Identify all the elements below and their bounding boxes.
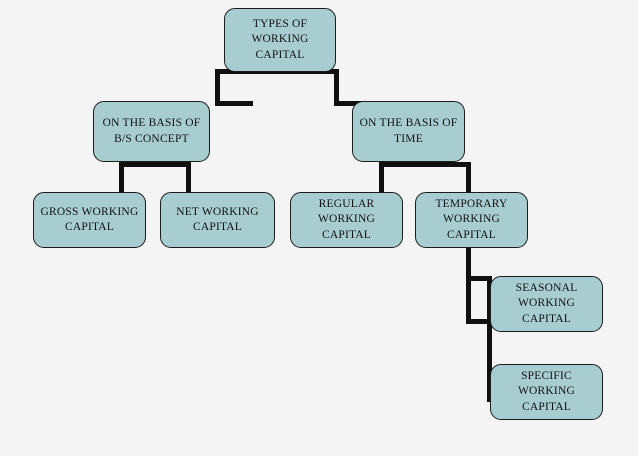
node-temporary-working-capital-label: TEMPORARY WORKING CAPITAL: [435, 198, 508, 241]
node-net-working-capital[interactable]: NET WORKING CAPITAL: [160, 192, 275, 248]
connector-basis-bs-to-net: [186, 162, 191, 193]
connector-basis-time-bus: [379, 162, 471, 167]
node-basis-time-label: ON THE BASIS OF TIME: [359, 117, 458, 145]
node-root[interactable]: TYPES OF WORKING CAPITAL: [224, 8, 336, 72]
node-gross-working-capital-label: GROSS WORKING CAPITAL: [40, 205, 139, 233]
connector-temporary-spine: [466, 248, 471, 280]
node-basis-time[interactable]: ON THE BASIS OF TIME: [352, 101, 465, 162]
connector-temporary-to-seasonal-top: [466, 276, 492, 281]
node-regular-working-capital[interactable]: REGULAR WORKING CAPITAL: [290, 192, 403, 248]
node-seasonal-working-capital[interactable]: SEASONAL WORKING CAPITAL: [490, 276, 603, 332]
node-basis-bs-label: ON THE BASIS OF B/S CONCEPT: [102, 117, 201, 145]
node-basis-bs[interactable]: ON THE BASIS OF B/S CONCEPT: [93, 101, 210, 162]
connector-temporary-to-specific-spine: [487, 276, 492, 402]
node-net-working-capital-label: NET WORKING CAPITAL: [176, 205, 259, 233]
node-seasonal-working-capital-label: SEASONAL WORKING CAPITAL: [515, 282, 578, 325]
node-specific-working-capital[interactable]: SPECIFIC WORKING CAPITAL: [490, 364, 603, 420]
connector-seasonal-bracket-left: [466, 276, 471, 324]
connector-basis-bs-to-gross: [119, 162, 124, 193]
node-temporary-working-capital[interactable]: TEMPORARY WORKING CAPITAL: [415, 192, 528, 248]
connector-temporary-to-seasonal-bottom: [466, 319, 492, 324]
connector-root-to-basis-time: [334, 69, 339, 106]
connector-basis-bs-bus: [119, 162, 191, 167]
connector-basis-time-to-regular: [379, 162, 384, 193]
node-root-label: TYPES OF WORKING CAPITAL: [251, 18, 309, 61]
node-gross-working-capital[interactable]: GROSS WORKING CAPITAL: [33, 192, 146, 248]
connector-basis-time-to-temporary: [466, 162, 471, 193]
node-regular-working-capital-label: REGULAR WORKING CAPITAL: [318, 198, 375, 241]
connector-root-to-basis-bs: [215, 69, 220, 106]
node-specific-working-capital-label: SPECIFIC WORKING CAPITAL: [518, 370, 575, 413]
connector-root-to-basis-bs-elbow: [215, 101, 253, 106]
